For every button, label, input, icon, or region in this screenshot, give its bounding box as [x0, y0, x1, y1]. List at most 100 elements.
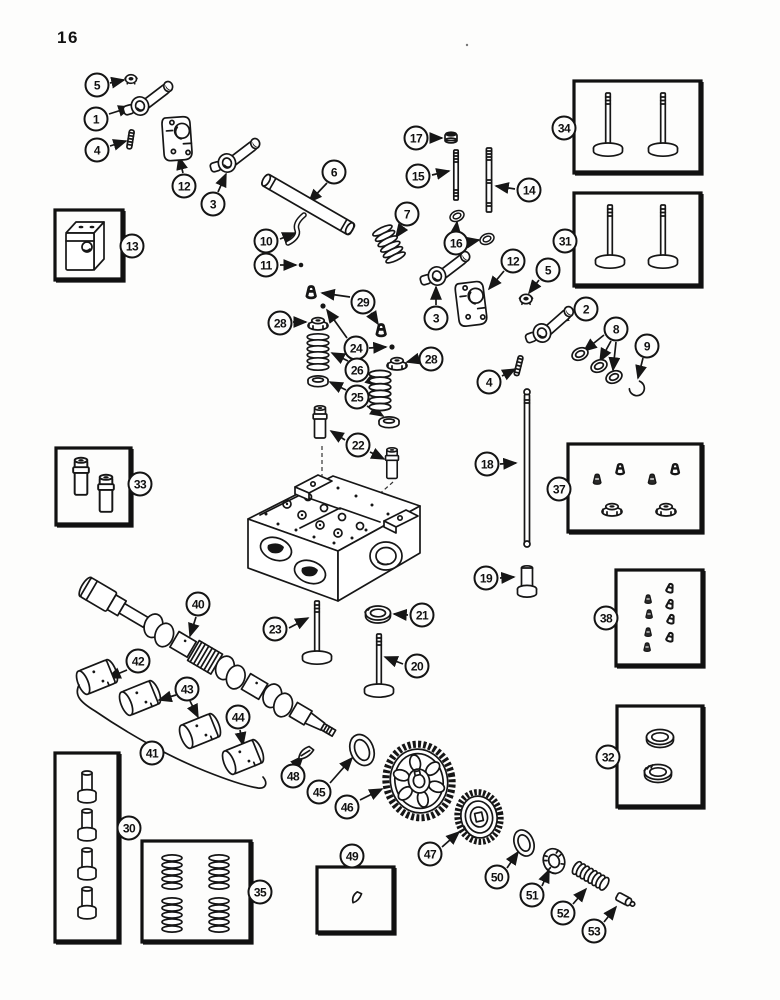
part-keys-24 — [320, 303, 395, 350]
callout-51: 51 — [519, 882, 545, 908]
part-washers-8 — [569, 344, 625, 387]
callout-24: 24 — [343, 335, 369, 361]
part-snap-ring-9 — [628, 380, 646, 397]
callout-41: 41 — [139, 740, 165, 766]
callout-21: 21 — [409, 602, 435, 628]
part-rocker-arm-1 — [118, 79, 179, 121]
part-washer-50 — [512, 829, 536, 857]
callout-11: 11 — [253, 252, 279, 278]
callout-5: 5 — [84, 72, 110, 98]
callout-17: 17 — [403, 125, 429, 151]
part-oil-tube-10 — [285, 212, 307, 246]
callout-49: 49 — [339, 843, 365, 869]
part-woodruff-key-48 — [297, 745, 315, 760]
callout-14: 14 — [516, 177, 542, 203]
part-stud-14 — [485, 147, 493, 213]
callout-30: 30 — [116, 815, 142, 841]
callout-18: 18 — [474, 451, 500, 477]
group-guides-33 — [72, 456, 115, 513]
group-keepers-38 — [643, 582, 677, 653]
part-seal-21 — [364, 605, 392, 624]
callout-46: 46 — [334, 794, 360, 820]
callout-45: 45 — [306, 779, 332, 805]
callout-44: 44 — [225, 704, 251, 730]
part-rocker-arm-3 — [205, 136, 266, 178]
callout-26: 26 — [344, 357, 370, 383]
bearing-set-bracket-41 — [76, 684, 267, 789]
part-nut-5 — [124, 73, 138, 85]
part-spring-52 — [571, 860, 610, 891]
callout-22: 22 — [345, 432, 371, 458]
part-valve-23 — [301, 600, 333, 666]
callout-23: 23 — [262, 616, 288, 642]
callout-40: 40 — [185, 591, 211, 617]
callout-19: 19 — [473, 565, 499, 591]
callout-15: 15 — [405, 163, 431, 189]
group-kit-37 — [592, 462, 681, 517]
callout-52: 52 — [550, 900, 576, 926]
group-valves-34 — [592, 92, 679, 158]
callout-33: 33 — [127, 471, 153, 497]
part-rocker-arm-2 — [519, 304, 581, 349]
callout-38: 38 — [593, 605, 619, 631]
part-camshaft-gear-46 — [382, 740, 456, 822]
group-valves-31 — [594, 204, 679, 270]
page-number: 16 — [57, 28, 79, 47]
callout-16: 16 — [443, 230, 469, 256]
callout-29: 29 — [350, 289, 376, 315]
part-rocker-support-12 — [160, 115, 194, 162]
part-camshaft — [78, 576, 337, 738]
speck — [465, 43, 469, 47]
group-springs-35 — [161, 854, 230, 933]
callout-42: 42 — [125, 648, 151, 674]
callout-2: 2 — [573, 296, 599, 322]
callout-4: 4 — [476, 369, 502, 395]
leader-arrows — [106, 76, 647, 923]
callout-13: 13 — [119, 233, 145, 259]
callout-5: 5 — [535, 257, 561, 283]
callout-34: 34 — [551, 115, 577, 141]
part-plug-11 — [298, 262, 304, 268]
group-tappets-30 — [77, 770, 97, 920]
callout-7: 7 — [394, 201, 420, 227]
callout-6: 6 — [321, 159, 347, 185]
part-valve-20 — [363, 633, 395, 699]
part-push-rod-18 — [523, 388, 531, 548]
group-seals-32 — [643, 728, 675, 784]
callout-43: 43 — [174, 676, 200, 702]
part-spring-7 — [372, 224, 406, 264]
part-idler-gear-47 — [454, 789, 504, 845]
callout-31: 31 — [552, 228, 578, 254]
part-pin-4 — [126, 129, 135, 150]
part-spacer-block-13 — [65, 221, 105, 271]
part-rocker-support-12b — [453, 279, 489, 328]
callout-25: 25 — [344, 384, 370, 410]
callout-32: 32 — [595, 744, 621, 770]
callout-37: 37 — [546, 476, 572, 502]
callout-35: 35 — [247, 879, 273, 905]
callout-48: 48 — [280, 763, 306, 789]
callout-28: 28 — [418, 346, 444, 372]
callout-9: 9 — [634, 333, 660, 359]
part-nut-5b — [518, 293, 534, 306]
callout-50: 50 — [484, 864, 510, 890]
part-lifter-19 — [516, 564, 538, 598]
group-key-49 — [351, 891, 363, 904]
part-cap-17 — [444, 131, 458, 144]
part-pin-4b — [513, 354, 524, 377]
callout-8: 8 — [603, 316, 629, 342]
callout-12: 12 — [500, 248, 526, 274]
callout-12: 12 — [171, 173, 197, 199]
callout-4: 4 — [84, 137, 110, 163]
callout-28: 28 — [267, 310, 293, 336]
part-nut-51 — [542, 847, 566, 875]
part-thrust-ring-45 — [348, 733, 376, 767]
callout-3: 3 — [423, 305, 449, 331]
part-stud-15 — [452, 149, 460, 201]
callout-10: 10 — [253, 228, 279, 254]
part-cylinder-head — [247, 474, 421, 602]
part-plunger-53 — [615, 892, 636, 908]
callout-1: 1 — [83, 106, 109, 132]
callout-3: 3 — [200, 191, 226, 217]
